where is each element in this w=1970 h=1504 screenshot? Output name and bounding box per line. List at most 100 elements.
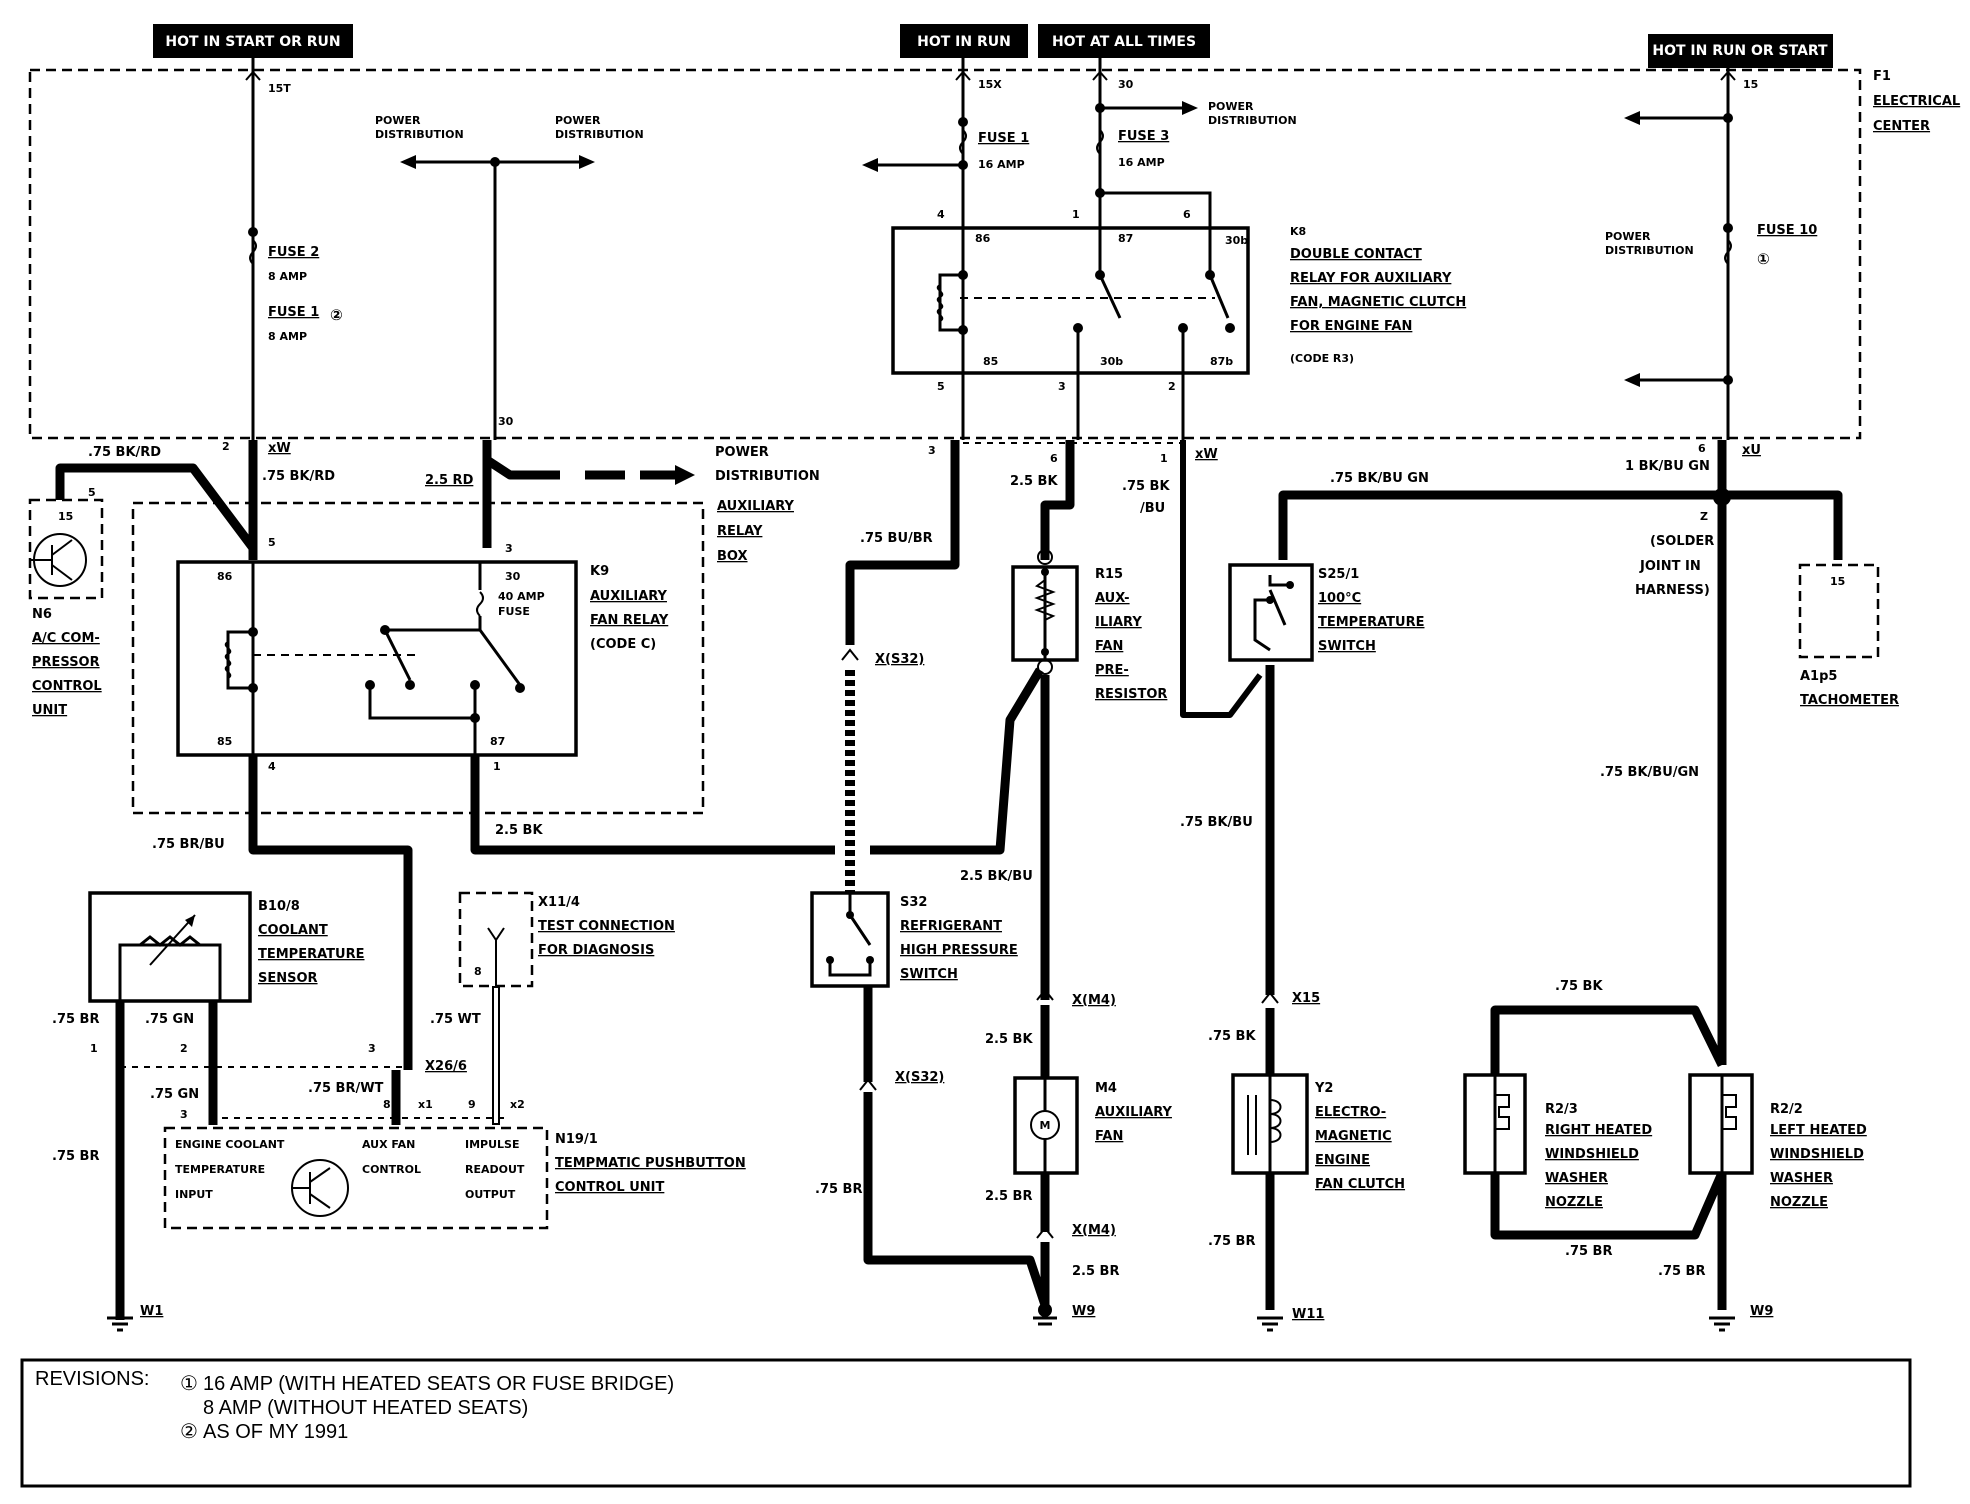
k9-n3: 3 xyxy=(505,542,513,555)
revision-2-text: AS OF MY 1991 xyxy=(203,1421,348,1443)
revision-ref-1: ① xyxy=(1757,250,1770,268)
x26-id: X26/6 xyxy=(425,1059,467,1074)
wire-1-bkbugn: 1 BK/BU GN xyxy=(1625,459,1710,474)
k8-l4: FOR ENGINE FAN xyxy=(1290,319,1412,334)
y2-l1: ELECTRO- xyxy=(1315,1105,1386,1120)
conn-n3: 3 xyxy=(928,444,936,457)
wire-075-br-s32: .75 BR xyxy=(815,1182,862,1197)
revision-2-symbol: ② xyxy=(180,1421,198,1443)
y2-l2: MAGNETIC xyxy=(1315,1129,1392,1144)
fuse1-left-amp: 8 AMP xyxy=(268,330,307,343)
n19-id: N19/1 xyxy=(555,1132,598,1147)
wire-075-bk-nozzle: .75 BK xyxy=(1555,979,1603,994)
n19-l1: TEMPMATIC PUSHBUTTON xyxy=(555,1156,746,1171)
circuit-fuse10: 15 POWER DISTRIBUTION FUSE 10 ① xyxy=(1605,68,1817,440)
r22-l2: WINDSHIELD xyxy=(1770,1147,1864,1162)
wire-25-bk-k8: 2.5 BK xyxy=(1010,474,1058,489)
k9-id: K9 xyxy=(590,564,609,579)
fuse2-amp: 8 AMP xyxy=(268,270,307,283)
x26-n8: 8 xyxy=(383,1098,391,1111)
conn-n2: 2 xyxy=(222,440,230,453)
m4-auxiliary-fan: M M4 AUXILIARY FAN xyxy=(1013,1076,1173,1175)
n6-l4: UNIT xyxy=(32,703,67,718)
fuse1-left-label: FUSE 1 xyxy=(268,305,319,320)
x11-l1: TEST CONNECTION xyxy=(538,919,675,934)
pd-left-l1: POWER xyxy=(375,114,421,127)
k9-fuse-l1: 40 AMP xyxy=(498,590,545,603)
wire-075-br-b10: .75 BR xyxy=(52,1012,99,1027)
b10-id: B10/8 xyxy=(258,899,300,914)
n6-p5: 5 xyxy=(88,486,96,499)
pd-right-l2: DISTRIBUTION xyxy=(555,128,644,141)
r23-l2: WINDSHIELD xyxy=(1545,1147,1639,1162)
wire-075-br-nozzle: .75 BR xyxy=(1565,1244,1612,1259)
k8-p30b: 30b xyxy=(1225,234,1248,247)
m4-l2: FAN xyxy=(1095,1129,1123,1144)
n19-aux1: AUX FAN xyxy=(362,1138,415,1151)
aux-relay-box-l3: BOX xyxy=(717,549,748,564)
fuse2-label: FUSE 2 xyxy=(268,245,319,260)
k8-l3: FAN, MAGNETIC CLUTCH xyxy=(1290,295,1466,310)
k9-p30: 30 xyxy=(505,570,521,583)
pd-arrow-l1: POWER xyxy=(715,445,769,460)
n6-l3: CONTROL xyxy=(32,679,102,694)
aux-relay-box xyxy=(131,501,705,815)
ground-icon xyxy=(1709,1316,1735,1332)
x11-l2: FOR DIAGNOSIS xyxy=(538,943,654,958)
wire-075-bubr: .75 BU/BR xyxy=(860,531,933,546)
m4-l1: AUXILIARY xyxy=(1095,1105,1173,1120)
pd-arrow-l2: DISTRIBUTION xyxy=(715,469,820,484)
fuse3-label: FUSE 3 xyxy=(1118,129,1169,144)
aux-relay-box-l2: RELAY xyxy=(717,524,763,539)
x26-n3: 3 xyxy=(368,1042,376,1055)
k8-p85: 85 xyxy=(983,355,998,368)
a1p5-l1: TACHOMETER xyxy=(1800,693,1899,708)
conn-n6b: 6 xyxy=(1698,442,1706,455)
wire-075-bkbugn-2: .75 BK/BU/GN xyxy=(1600,765,1699,780)
junction-z-l2: (SOLDER xyxy=(1650,534,1714,549)
ground-w9b: W9 xyxy=(1750,1304,1773,1319)
wire-25-br-gnd: 2.5 BR xyxy=(1072,1264,1119,1279)
r22-left-nozzle: R2/2 LEFT HEATED WINDSHIELD WASHER NOZZL… xyxy=(1688,1073,1867,1210)
k8-n3: 3 xyxy=(1058,380,1066,393)
n19-imp1: IMPULSE xyxy=(465,1138,519,1151)
k8-l1: DOUBLE CONTACT xyxy=(1290,247,1422,262)
k9-fuse-l2: FUSE xyxy=(498,605,530,618)
r23-right-nozzle: R2/3 RIGHT HEATED WINDSHIELD WASHER NOZZ… xyxy=(1463,1073,1652,1210)
n19-tempmatic-control-unit: ENGINE COOLANT TEMPERATURE INPUT AUX FAN… xyxy=(163,1126,746,1230)
fuse1-label: FUSE 1 xyxy=(978,131,1029,146)
terminal-15: 15 xyxy=(1743,78,1758,91)
n6-id: N6 xyxy=(32,607,52,622)
r15-l5: RESISTOR xyxy=(1095,687,1167,702)
wire-075-br-y2: .75 BR xyxy=(1208,1234,1255,1249)
x26-n1: 1 xyxy=(90,1042,98,1055)
wire-075-brbu: .75 BR/BU xyxy=(152,837,225,852)
conn-xs32-bot: X(S32) xyxy=(895,1070,944,1085)
k8-n4: 4 xyxy=(937,208,945,221)
s25-temperature-switch: S25/1 100°C TEMPERATURE SWITCH xyxy=(1228,563,1424,662)
b10-coolant-sensor: B10/8 COOLANT TEMPERATURE SENSOR xyxy=(88,891,364,1003)
x11-p8: 8 xyxy=(474,965,482,978)
wire-075-bkrd-2: .75 BK/RD xyxy=(262,469,335,484)
k8-n6: 6 xyxy=(1183,208,1191,221)
conn-xw2: xW xyxy=(1195,447,1218,462)
motor-icon: M xyxy=(1040,1119,1051,1132)
x11-id: X11/4 xyxy=(538,895,580,910)
n6-l2: PRESSOR xyxy=(32,655,100,670)
circuit-fuse3: 30 POWER DISTRIBUTION FUSE 3 16 AMP xyxy=(1092,58,1297,228)
label-hot-run: HOT IN RUN xyxy=(917,34,1011,50)
fuse3-amp: 16 AMP xyxy=(1118,156,1165,169)
k9-n4: 4 xyxy=(268,760,276,773)
supply-labels: HOT IN START OR RUN HOT IN RUN HOT AT AL… xyxy=(153,24,1833,68)
wire-25-bk-k9: 2.5 BK xyxy=(495,823,543,838)
y2-fan-clutch: Y2 ELECTRO- MAGNETIC ENGINE FAN CLUTCH xyxy=(1231,1073,1405,1192)
junction-z: Z xyxy=(1700,510,1708,523)
r23-id: R2/3 xyxy=(1545,1102,1578,1117)
r22-l3: WASHER xyxy=(1770,1171,1833,1186)
r22-id: R2/2 xyxy=(1770,1102,1803,1117)
revision-1b-text: 8 AMP (WITHOUT HEATED SEATS) xyxy=(203,1397,528,1419)
grounds: W1 W9 W11 W9 xyxy=(107,1303,1773,1332)
ground-w9a: W9 xyxy=(1072,1304,1095,1319)
k8-p86: 86 xyxy=(975,232,991,245)
